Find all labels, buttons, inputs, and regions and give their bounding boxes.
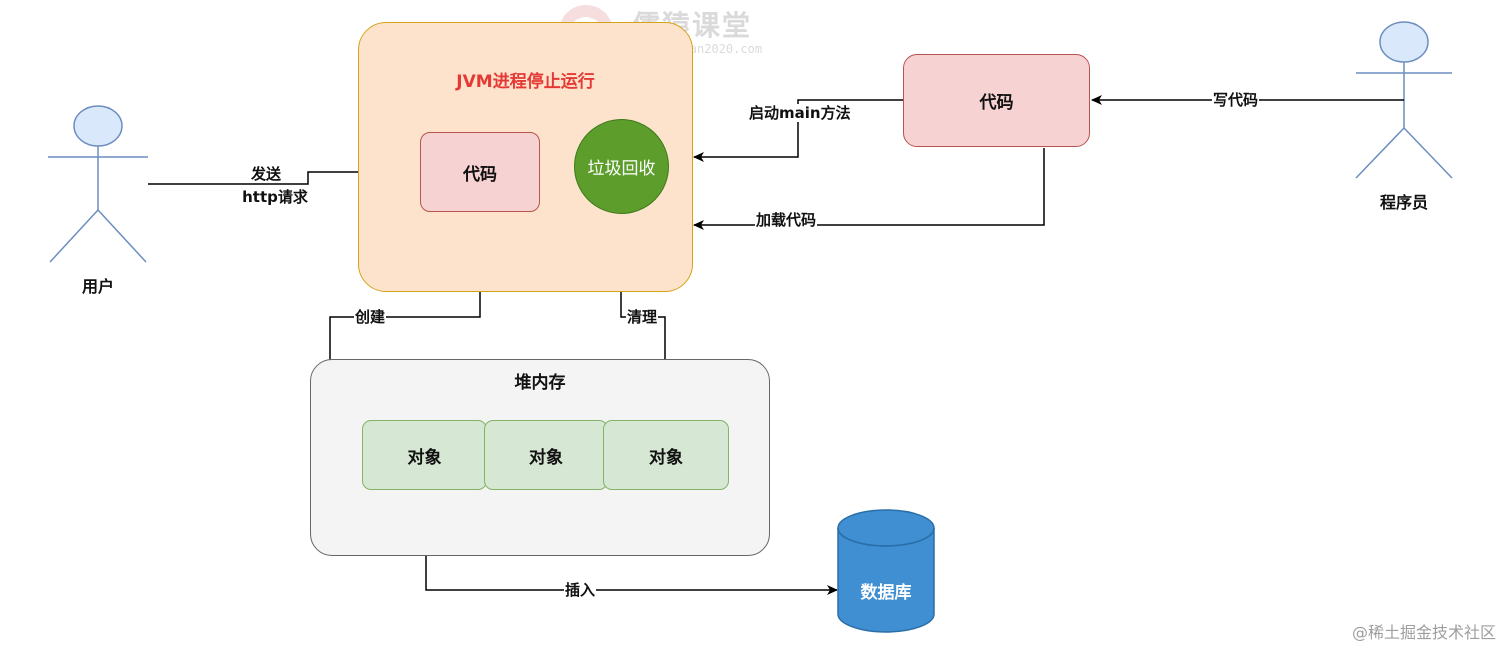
heap-object-2: 对象 [484, 420, 608, 490]
heap-title: 堆内存 [514, 373, 566, 393]
edge-label-create: 创建 [354, 308, 387, 326]
footer-watermark: @稀土掘金技术社区 [1351, 623, 1496, 642]
edge-label-http: http请求 [238, 188, 312, 206]
heap-object-1: 对象 [362, 420, 487, 490]
jvm-title: JVM进程停止运行 [456, 72, 595, 92]
edge-label-load-code: 加载代码 [755, 211, 818, 229]
programmer-label: 程序员 [1379, 193, 1428, 212]
edge-label-send: 发送 [242, 165, 290, 183]
heap-object-3: 对象 [603, 420, 729, 490]
edge-label-insert: 插入 [564, 581, 597, 599]
edge-label-clean: 清理 [626, 308, 659, 326]
user-actor-icon [48, 105, 148, 263]
database-label: 数据库 [860, 583, 912, 603]
user-label: 用户 [81, 277, 114, 296]
edge-label-start-main: 启动main方法 [748, 104, 852, 122]
garbage-collection-node: 垃圾回收 [574, 119, 669, 214]
external-code-box: 代码 [903, 54, 1090, 147]
database-icon [837, 509, 935, 633]
jvm-code-box: 代码 [420, 132, 540, 212]
edge-label-write-code: 写代码 [1212, 91, 1260, 109]
edge-start-main [693, 99, 903, 162]
programmer-actor-icon [1355, 21, 1453, 179]
edge-load-code [693, 148, 1045, 230]
